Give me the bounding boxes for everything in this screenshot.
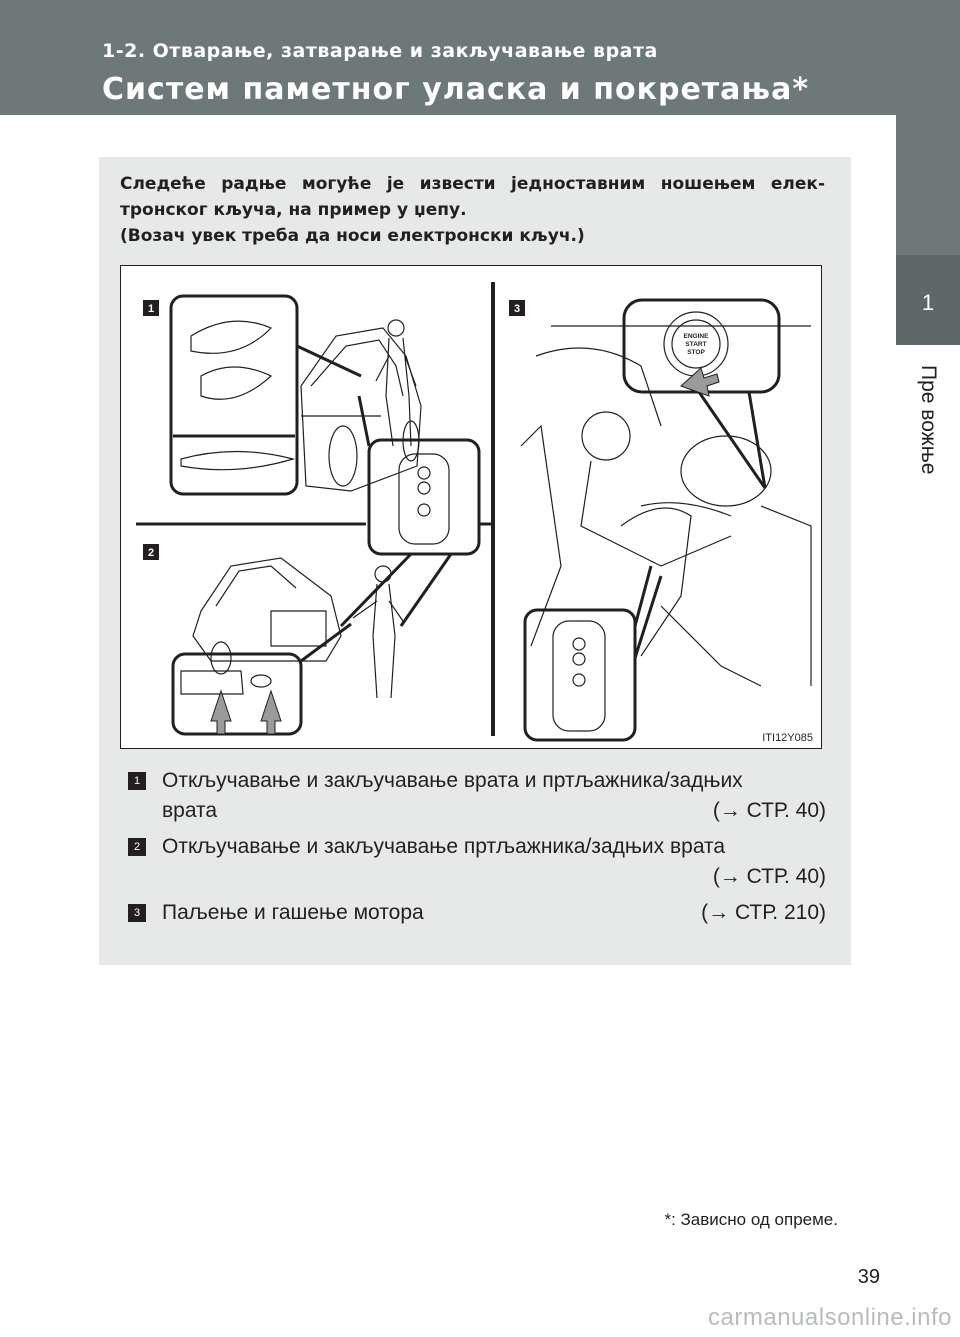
chapter-number: 1 xyxy=(921,290,935,315)
item-number-1: 1 xyxy=(128,772,146,790)
item-1-text-line-1: Откључавање и закључавање врата и пртљаж… xyxy=(162,769,743,792)
chapter-label: Пре вожње xyxy=(896,350,960,490)
callout-2-label: 2 xyxy=(148,547,154,559)
item-1-page-ref[interactable]: (→ СТР. 40) xyxy=(712,799,826,822)
item-1-text-line-2: врата xyxy=(162,799,218,822)
page-title: Систем паметног уласка и покретања* xyxy=(102,72,810,107)
engine-button-text-3: STOP xyxy=(687,349,705,356)
push-arrow-icon-3 xyxy=(260,689,282,735)
interior-drawing xyxy=(520,325,812,687)
push-arrow-icon xyxy=(680,367,720,397)
callout-markers xyxy=(143,300,525,560)
intro-text: Следеће радње могуће је извести једноста… xyxy=(120,171,825,249)
person-1-drawing xyxy=(375,319,417,447)
illustration-drawing: 1 2 3 ENGINE START STOP xyxy=(136,282,812,742)
engine-button-text-2: START xyxy=(685,341,706,348)
callout-1-box xyxy=(143,300,159,316)
page-number: 39 xyxy=(857,1266,880,1288)
chapter-tab[interactable]: 1 xyxy=(896,255,960,345)
engine-button-text-1: ENGINE xyxy=(684,333,710,340)
figure-code: ITI12Y085 xyxy=(762,732,813,744)
callout-3-box xyxy=(509,300,525,316)
push-arrow-icon-2 xyxy=(210,689,232,735)
item-number-2: 2 xyxy=(128,838,146,856)
illustration: 1 2 3 ENGINE START STOP ITI12Y085 xyxy=(120,265,822,749)
item-2-page-ref[interactable]: (→ СТР. 40) xyxy=(712,865,826,888)
callout-2-box xyxy=(143,544,159,560)
side-tab-bar xyxy=(896,115,960,255)
section-title: 1-2. Отварање, затварање и закључавање в… xyxy=(102,40,658,62)
watermark: carmanualsonline.info xyxy=(708,1304,952,1331)
callout-3-label: 3 xyxy=(514,303,520,315)
callout-1-label: 1 xyxy=(148,303,154,315)
list-item-1: 1 Откључавање и закључавање врата и пртљ… xyxy=(128,766,828,828)
intro-line-3: (Возач увек треба да носи електронски кљ… xyxy=(120,226,585,246)
intro-line-1: Следеће радње могуће је извести једноста… xyxy=(120,174,825,194)
list-item-3: 3 Паљење и гашење мотора (→ СТР. 210) xyxy=(128,898,828,930)
item-3-text: Паљење и гашење мотора xyxy=(162,901,424,924)
intro-line-2: тронског кључа, на пример у џепу. xyxy=(120,200,467,220)
page-header: 1-2. Отварање, затварање и закључавање в… xyxy=(0,0,960,115)
chapter-label-text: Пре вожње xyxy=(917,365,940,475)
item-number-3: 3 xyxy=(128,904,146,922)
item-3-page-ref[interactable]: (→ СТР. 210) xyxy=(701,901,826,924)
footnote: *: Зависно од опреме. xyxy=(664,1210,838,1229)
car-rear-drawing xyxy=(192,557,342,675)
list-item-2: 2 Откључавање и закључавање пртљажника/з… xyxy=(128,832,828,894)
item-2-text: Откључавање и закључавање пртљажника/зад… xyxy=(162,835,726,858)
